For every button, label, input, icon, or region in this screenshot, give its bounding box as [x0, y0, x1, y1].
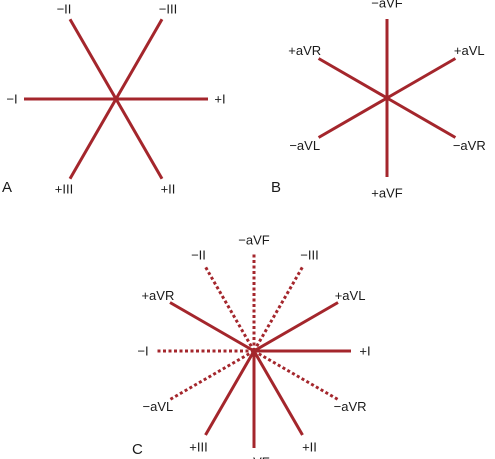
panel-c-letter: C — [132, 441, 143, 458]
panel-b-augmented-leads: B −aVR +aVF −aVL +aVR −aVF +aVL — [271, 0, 486, 201]
panel-b-label-minus-avr: −aVR — [453, 138, 486, 153]
panel-a-label-minus-i: −I — [6, 92, 17, 107]
panel-b-label-minus-avf: −aVF — [371, 0, 402, 11]
panel-b-label-plus-avr: +aVR — [288, 43, 321, 58]
panel-b-label-plus-avl: +aVL — [454, 43, 485, 58]
panel-c-axis-plus-iii-solid — [204, 350, 256, 436]
panel-a-axis-minus-iii-solid — [114, 18, 164, 100]
panel-c-label-minus-avl: −aVL — [143, 399, 174, 414]
panel-a-label-plus-i: +I — [214, 92, 225, 107]
panel-a-label-minus-iii: −III — [159, 1, 177, 16]
panel-a-limb-leads: A +I +II +III −I −II −III — [2, 1, 226, 196]
panel-a-label-plus-ii: +II — [161, 182, 176, 197]
panel-b-letter: B — [271, 179, 281, 196]
panel-c-axis-plus-avl-solid — [253, 301, 339, 353]
panel-a-label-minus-ii: −II — [57, 1, 72, 16]
panel-a-axis-plus-ii-solid — [114, 98, 164, 180]
panel-b-axis-minus-avl-solid — [317, 96, 388, 139]
panel-a-axis-minus-ii-solid — [68, 18, 118, 100]
panel-b-label-minus-avl: −aVL — [289, 138, 320, 153]
panel-b-axis-minus-avr-solid — [386, 96, 457, 139]
panel-a-letter: A — [2, 179, 12, 196]
panel-c-label-plus-avf: +aVF — [238, 455, 269, 459]
panel-c-label-plus-avr: +aVR — [141, 288, 174, 303]
panel-c-label-minus-ii: −II — [191, 247, 206, 262]
panel-c-label-minus-avf: −aVF — [238, 233, 269, 248]
panel-b-axis-plus-avl-solid — [386, 57, 457, 100]
panel-c-axis-plus-ii-solid — [252, 350, 304, 436]
panel-a-label-plus-iii: +III — [55, 182, 73, 197]
panel-b-axis-plus-avr-solid — [317, 57, 388, 100]
panel-c-label-minus-i: −I — [137, 344, 148, 359]
panel-c-label-minus-avr: −aVR — [334, 399, 367, 414]
panel-a-axis-plus-iii-solid — [68, 98, 118, 180]
panel-c-label-minus-iii: −III — [300, 247, 318, 262]
panel-c-axis-plus-avr-solid — [169, 301, 255, 353]
panel-c-label-plus-avl: +aVL — [335, 288, 366, 303]
panel-c-hexaxial-system: C +I −aVR +II +aVF +III −aVL −I +aVR −II −aVF −III… — [132, 233, 371, 459]
panel-c-label-plus-iii: +III — [189, 440, 207, 455]
panel-b-label-plus-avf: +aVF — [371, 186, 402, 201]
panel-c-label-plus-i: +I — [359, 344, 370, 359]
panel-c-label-plus-ii: +II — [302, 440, 317, 455]
